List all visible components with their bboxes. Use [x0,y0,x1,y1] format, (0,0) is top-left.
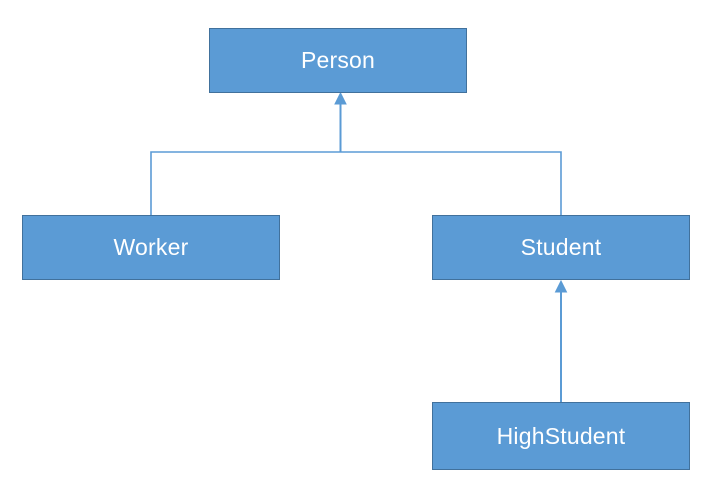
class-box-label: HighStudent [496,422,626,449]
class-box-worker[interactable]: Worker [22,215,280,280]
class-box-label: Worker [113,234,189,260]
connector-horizontal-bar [150,151,562,215]
arrowhead-icon-student [554,279,568,293]
connector-highstudent-to-student [554,279,568,402]
connector-worker-student-to-person [150,91,562,215]
class-box-student[interactable]: Student [432,215,690,280]
arrowhead-icon-person [334,91,347,105]
class-box-person[interactable]: Person [209,28,467,93]
class-box-label: Person [300,47,376,73]
class-box-label: Student [520,234,602,260]
class-box-highstudent[interactable]: HighStudent [432,402,690,470]
